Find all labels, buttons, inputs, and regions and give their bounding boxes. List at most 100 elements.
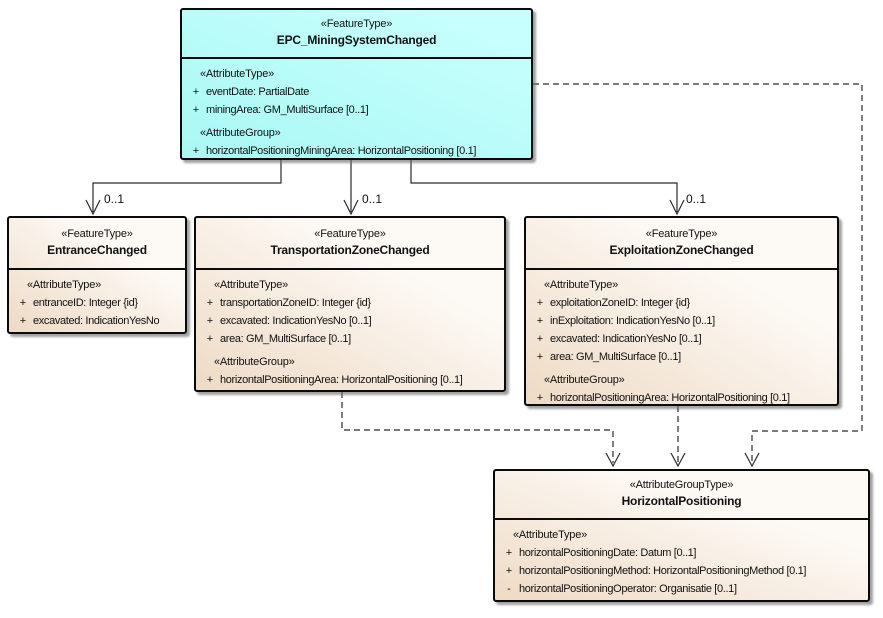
open-arrowhead-icon <box>669 199 685 216</box>
visibility-marker: + <box>536 333 544 345</box>
visibility-marker: + <box>192 104 200 116</box>
class-stereotype: «FeatureType» <box>645 227 718 240</box>
class-transportation-zone-changed[interactable]: «FeatureType» TransportationZoneChanged … <box>194 216 506 392</box>
class-title: «FeatureType» EPC_MiningSystemChanged <box>182 10 531 59</box>
visibility-marker: + <box>505 565 513 577</box>
class-name: TransportationZoneChanged <box>270 242 430 257</box>
attribute-text: eventDate: PartialDate <box>206 86 309 98</box>
section-stereotype: «AttributeGroup» <box>544 374 625 386</box>
visibility-marker: + <box>192 145 200 157</box>
visibility-marker: + <box>505 547 513 559</box>
attribute-text: horizontalPositioningMiningArea: Horizon… <box>206 145 477 157</box>
section-stereotype: «AttributeType» <box>544 279 619 291</box>
visibility-marker: + <box>206 315 214 327</box>
class-name: EPC_MiningSystemChanged <box>276 33 437 47</box>
attribute-text: horizontalPositioningArea: HorizontalPos… <box>550 392 790 404</box>
attribute-text: horizontalPositioningMethod: HorizontalP… <box>519 565 807 577</box>
attribute-row: + area: GM_MultiSurface [0..1] <box>200 331 500 349</box>
visibility-marker: - <box>507 583 511 595</box>
visibility-marker: + <box>206 297 214 309</box>
connector-line <box>410 160 678 212</box>
attribute-text: horizontalPositioningArea: HorizontalPos… <box>220 374 463 386</box>
section-stereotype: «AttributeType» <box>513 529 588 541</box>
class-epc-mining-system-changed[interactable]: «FeatureType» EPC_MiningSystemChanged «A… <box>180 8 533 160</box>
attribute-row: + area: GM_MultiSurface [0..1] <box>530 349 833 367</box>
multiplicity-label: 0..1 <box>686 192 707 206</box>
attribute-text: area: GM_MultiSurface [0..1] <box>220 333 351 345</box>
section-stereotype: «AttributeGroup» <box>200 127 281 139</box>
attribute-row: + horizontalPositioningArea: HorizontalP… <box>530 390 833 408</box>
attribute-row: + entranceID: Integer {id} <box>13 295 181 313</box>
attribute-row: + transportationZoneID: Integer {id} <box>200 295 500 313</box>
attribute-row: + inExploitation: IndicationYesNo [0..1] <box>530 313 833 331</box>
multiplicity-label: 0..1 <box>362 192 383 206</box>
visibility-marker: + <box>536 351 544 363</box>
attribute-text: inExploitation: IndicationYesNo [0..1] <box>550 315 715 327</box>
attribute-row: + horizontalPositioningMiningArea: Horiz… <box>186 143 527 161</box>
connector-line <box>341 392 614 463</box>
connector-epc-to-transportation-zone[interactable] <box>343 160 359 216</box>
attribute-text: transportationZoneID: Integer {id} <box>220 297 371 309</box>
dependency-exploitation-to-horizontal-positioning[interactable] <box>670 406 686 468</box>
section-stereotype: «AttributeGroup» <box>214 356 295 368</box>
dependency-epc-to-horizontal-positioning[interactable] <box>533 83 863 468</box>
class-horizontal-positioning[interactable]: «AttributeGroupType» HorizontalPositioni… <box>493 469 870 602</box>
attribute-row: + horizontalPositioningMethod: Horizonta… <box>499 563 864 581</box>
section-stereotype: «AttributeType» <box>27 279 102 291</box>
attribute-row: + exploitationZoneID: Integer {id} <box>530 295 833 313</box>
open-arrowhead-icon <box>744 452 760 468</box>
attribute-text: miningArea: GM_MultiSurface [0..1] <box>206 104 369 116</box>
connector-line <box>533 83 863 463</box>
attribute-text: area: GM_MultiSurface [0..1] <box>550 351 681 363</box>
attribute-text: excavated: IndicationYesNo [0..1] <box>550 333 702 345</box>
connector-epc-to-exploitation-zone[interactable] <box>410 160 685 216</box>
class-stereotype: «FeatureType» <box>314 227 386 240</box>
class-stereotype: «FeatureType» <box>320 18 393 30</box>
section-stereotype: «AttributeType» <box>200 68 275 80</box>
section-stereotype: «AttributeType» <box>214 279 289 291</box>
visibility-marker: + <box>19 297 27 309</box>
attribute-row: + horizontalPositioningArea: HorizontalP… <box>200 372 500 390</box>
attribute-row: + excavated: IndicationYesNo <box>13 313 181 331</box>
class-title: «AttributeGroupType» HorizontalPositioni… <box>495 471 868 520</box>
class-title: «FeatureType» EntranceChanged <box>9 218 185 270</box>
attribute-row: + miningArea: GM_MultiSurface [0..1] <box>186 102 527 120</box>
open-arrowhead-icon <box>605 452 621 468</box>
class-exploitation-zone-changed[interactable]: «FeatureType» ExploitationZoneChanged «A… <box>524 216 839 406</box>
open-arrowhead-icon <box>85 199 101 216</box>
attribute-text: exploitationZoneID: Integer {id} <box>550 297 690 309</box>
attribute-compartment: «AttributeType» + exploitationZoneID: In… <box>526 270 837 412</box>
attribute-row: - horizontalPositioningOperator: Organis… <box>499 581 864 599</box>
attribute-row: + eventDate: PartialDate <box>186 84 527 102</box>
attribute-text: entranceID: Integer {id} <box>33 297 138 309</box>
visibility-marker: + <box>536 297 544 309</box>
attribute-text: excavated: IndicationYesNo <box>33 315 160 327</box>
attribute-compartment: «AttributeType» + entranceID: Integer {i… <box>9 270 185 335</box>
attribute-compartment: «AttributeType» + transportationZoneID: … <box>196 270 504 394</box>
multiplicity-label: 0..1 <box>104 192 125 206</box>
class-entrance-changed[interactable]: «FeatureType» EntranceChanged «Attribute… <box>7 216 187 334</box>
visibility-marker: + <box>206 374 214 386</box>
attribute-text: horizontalPositioningDate: Datum [0..1] <box>519 547 697 559</box>
attribute-compartment: «AttributeType» + eventDate: PartialDate… <box>182 59 531 165</box>
class-name: HorizontalPositioning <box>621 494 742 508</box>
attribute-text: excavated: IndicationYesNo [0..1] <box>220 315 372 327</box>
visibility-marker: + <box>536 392 544 404</box>
class-name: EntranceChanged <box>47 242 147 257</box>
class-stereotype: «FeatureType» <box>61 227 133 240</box>
visibility-marker: + <box>206 333 214 345</box>
open-arrowhead-icon <box>670 452 686 468</box>
attribute-text: horizontalPositioningOperator: Organisat… <box>519 583 737 595</box>
connector-line <box>92 160 282 212</box>
visibility-marker: + <box>536 315 544 327</box>
attribute-row: + excavated: IndicationYesNo [0..1] <box>200 313 500 331</box>
open-arrowhead-icon <box>343 199 359 216</box>
class-name: ExploitationZoneChanged <box>609 242 754 257</box>
visibility-marker: + <box>192 86 200 98</box>
connector-epc-to-entrance[interactable] <box>85 160 282 216</box>
dependency-transportation-to-horizontal-positioning[interactable] <box>341 392 621 468</box>
visibility-marker: + <box>19 315 27 327</box>
class-title: «FeatureType» ExploitationZoneChanged <box>526 218 837 270</box>
